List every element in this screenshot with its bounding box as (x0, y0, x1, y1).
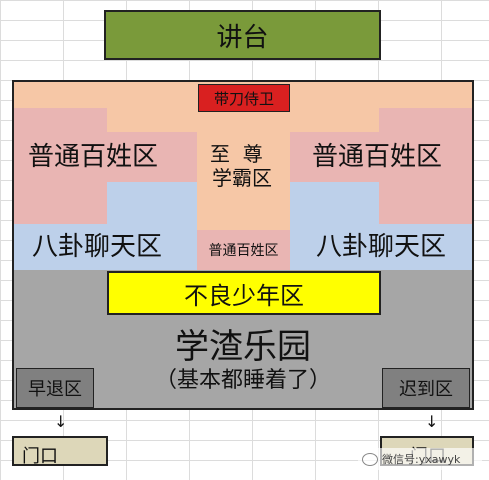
late-arrival-zone: 迟到区 (382, 368, 470, 408)
gossip-zone-right (290, 224, 472, 270)
late-arrival-label: 迟到区 (399, 379, 453, 400)
elite-label-line1: 至 尊 (210, 142, 263, 166)
arrow-left-icon: ↓ (54, 412, 68, 431)
guard-label: 带刀侍卫 (213, 89, 274, 108)
door-left: 门口 (12, 436, 108, 467)
gossip-zone-right-upper (290, 182, 379, 224)
commoner-center-label: 普通百姓区 (208, 243, 279, 259)
gossip-zone-left-upper (107, 182, 197, 224)
commoner-zone-left (14, 108, 107, 224)
commoner-left-label: 普通百姓区 (28, 142, 159, 172)
watermark-label: 微信号:yxawyk (382, 453, 461, 466)
gossip-right-label: 八卦聊天区 (316, 232, 447, 262)
wechat-icon (362, 452, 378, 466)
elite-label-line2: 学霸区 (212, 166, 272, 190)
gossip-zone-left (14, 224, 197, 270)
commoner-right-label: 普通百姓区 (312, 142, 443, 172)
watermark: 微信号:yxawyk (358, 448, 482, 470)
leave-early-zone: 早退区 (16, 368, 94, 408)
delinquent-zone: 不良少年区 (107, 271, 381, 315)
podium-block: 讲台 (104, 10, 381, 60)
delinquent-label: 不良少年区 (184, 281, 304, 310)
commoner-zone-center: 普通百姓区 (197, 230, 290, 270)
slacker-label-title: 学渣乐园 (175, 327, 311, 367)
gossip-left-label: 八卦聊天区 (32, 232, 163, 262)
classroom-map: 带刀侍卫 普通百姓区 普通百姓区 至 尊 学霸区 八卦聊天区 八卦聊天区 普通百… (12, 80, 474, 410)
slacker-label-subtitle: （基本都睡着了） (154, 368, 331, 393)
arrow-right-icon: ↓ (425, 412, 439, 431)
leave-early-label: 早退区 (28, 379, 82, 400)
commoner-zone-left-upper (107, 132, 197, 182)
door-left-label: 门口 (22, 446, 58, 467)
commoner-zone-right (379, 108, 472, 224)
podium-label: 讲台 (216, 22, 269, 53)
commoner-zone-right-upper (290, 132, 379, 182)
slacker-label-wrap: 学渣乐园 （基本都睡着了） (14, 330, 472, 392)
guard-zone: 带刀侍卫 (198, 84, 290, 112)
